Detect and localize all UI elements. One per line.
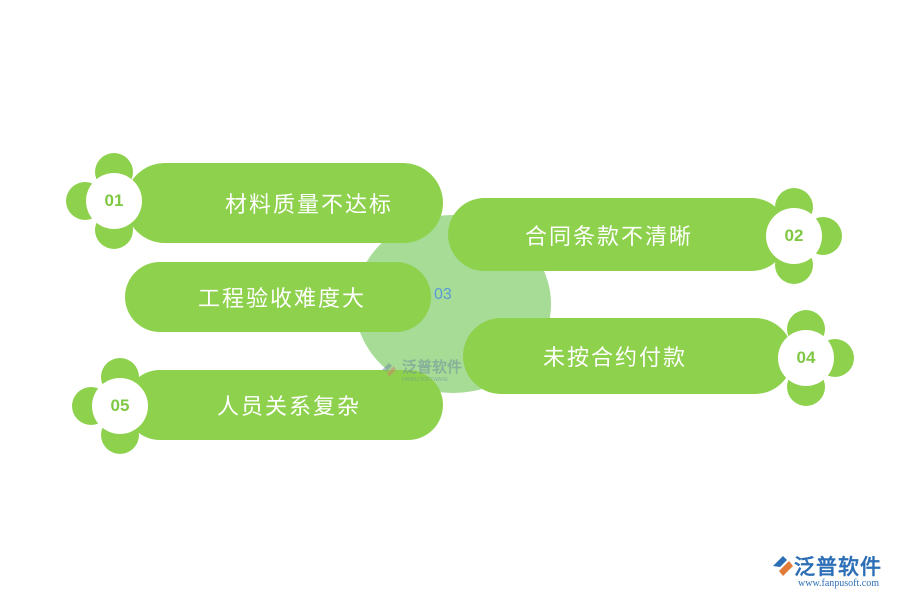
item-05-flower: 05 [72,358,168,454]
brand-name: 泛普软件 [794,555,882,579]
item-01-flower: 01 [66,153,162,249]
item-05-label: 人员关系复杂 [217,395,362,420]
brand-logo-icon [773,556,793,576]
item-01-number: 01 [104,191,124,210]
brand-logo: 泛普软件 www.fanpusoft.com [770,551,895,595]
item-01-label: 材料质量不达标 [224,193,393,218]
item-04-label: 未按合约付款 [543,346,688,371]
watermark-name: 泛普软件 [402,358,463,376]
item-04-flower: 04 [758,310,854,406]
item-01-pill: 材料质量不达标 [125,163,443,243]
item-02-label: 合同条款不清晰 [525,224,694,250]
item-04-pill: 未按合约付款 [463,318,793,394]
item-03-label: 工程验收难度大 [198,287,367,312]
item-02-flower: 02 [746,188,842,284]
item-02-number: 02 [784,226,804,245]
item-03-pill: 工程验收难度大 [125,262,431,332]
item-02-pill: 合同条款不清晰 [448,198,788,271]
watermark: 泛普软件 FANPU SOFTWARE [380,356,462,383]
watermark-sub: FANPU SOFTWARE [402,377,449,383]
center-number: 03 [434,286,452,303]
item-05-number: 05 [110,396,130,415]
brand-url: www.fanpusoft.com [798,578,880,589]
item-04-number: 04 [796,348,816,367]
watermark-logo-icon [382,362,396,377]
item-05-pill: 人员关系复杂 [125,370,443,440]
